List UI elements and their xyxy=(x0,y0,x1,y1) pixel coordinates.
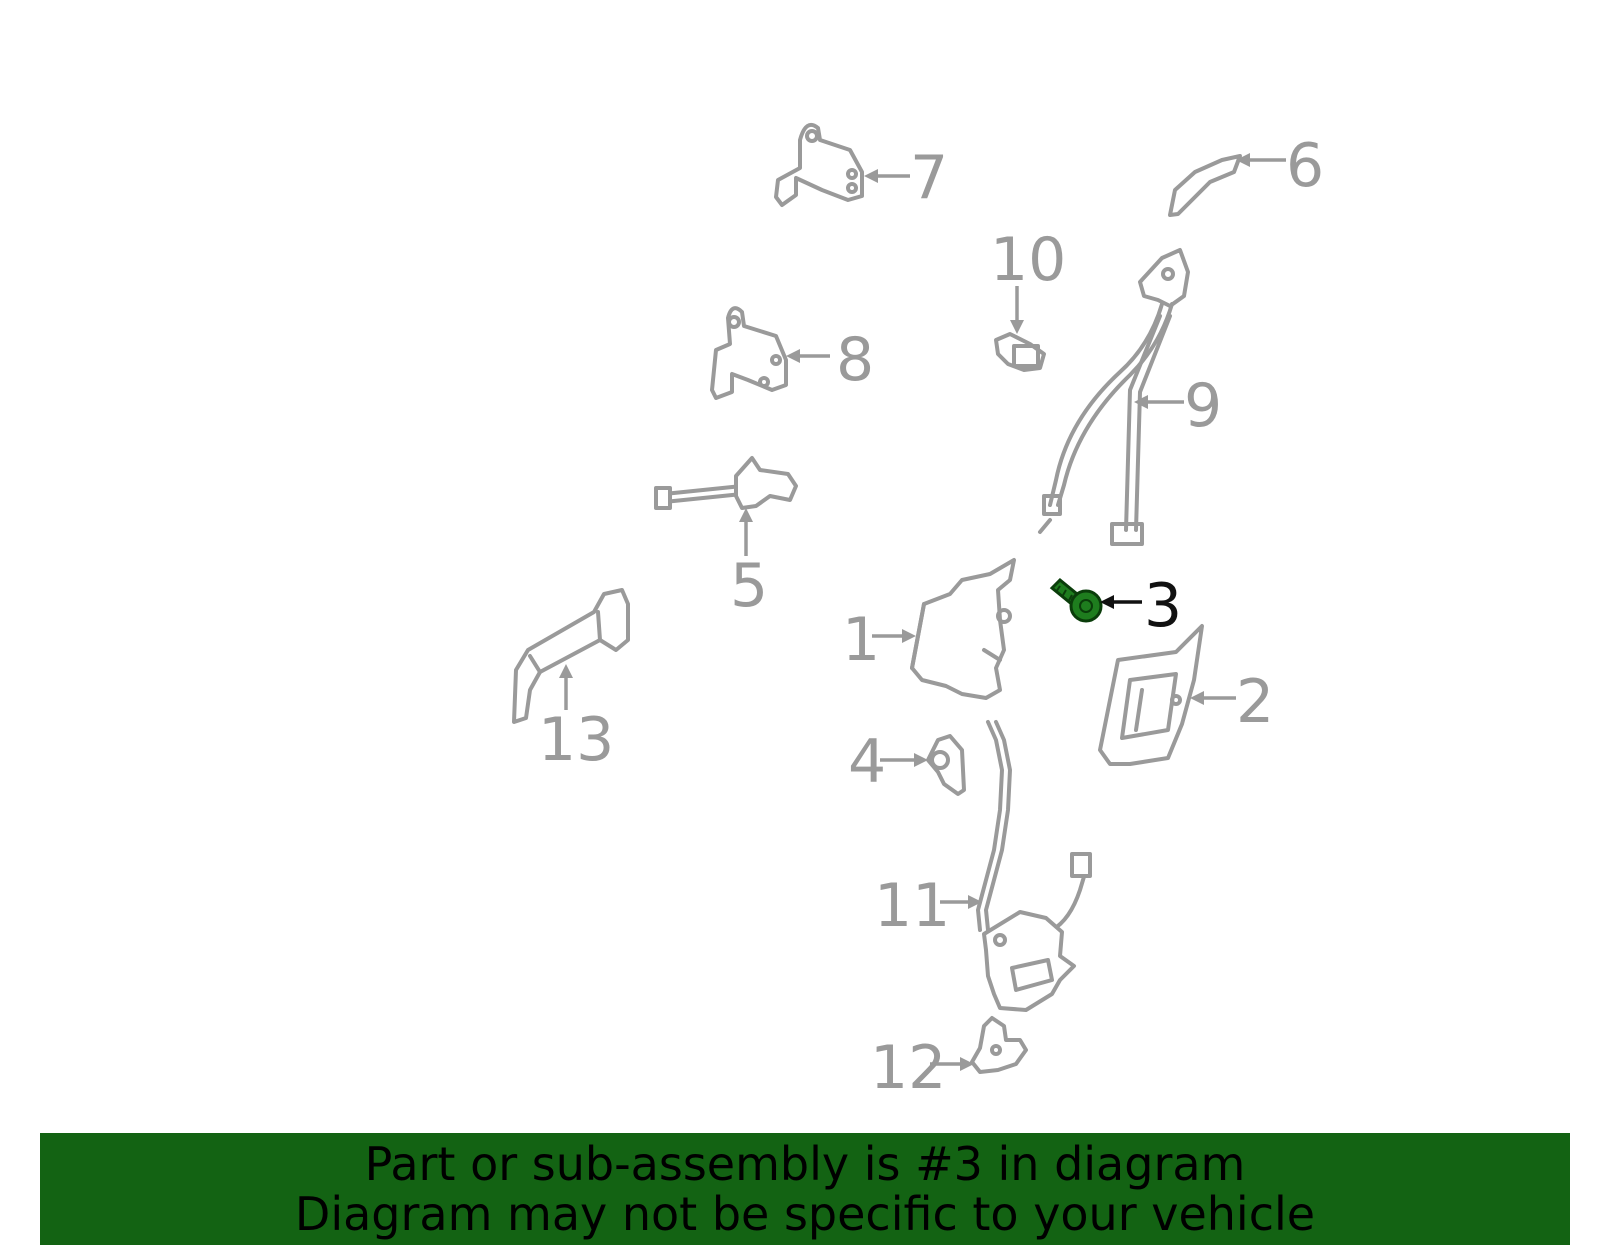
callout-1-label: 1 xyxy=(842,605,880,675)
callout-9: 9 xyxy=(1134,371,1222,441)
callout-10-label: 10 xyxy=(990,225,1066,295)
banner-line-disclaimer: Diagram may not be specific to your vehi… xyxy=(294,1187,1316,1241)
callout-12-label: 12 xyxy=(870,1033,946,1103)
callout-1: 1 xyxy=(842,605,916,675)
callout-11: 11 xyxy=(874,871,982,941)
callout-12: 12 xyxy=(870,1033,974,1103)
callout-6-label: 6 xyxy=(1286,131,1324,201)
callout-6: 6 xyxy=(1236,131,1324,201)
callout-10: 10 xyxy=(990,225,1066,334)
info-banner: Part or sub-assembly is #3 in diagram Di… xyxy=(40,1133,1570,1245)
callout-2: 2 xyxy=(1190,667,1274,737)
banner-line-part: Part or sub-assembly is #3 in diagram xyxy=(364,1137,1246,1191)
part-5-door-check xyxy=(654,456,798,510)
callout-13: 13 xyxy=(538,664,614,775)
part-8-lower-hinge xyxy=(710,306,788,400)
callout-3: 3 xyxy=(1100,571,1182,641)
part-2-latch-cover xyxy=(1098,624,1204,766)
part-1-door-latch xyxy=(910,558,1016,700)
part-6-outside-handle xyxy=(1168,154,1242,217)
part-12-striker xyxy=(970,1016,1028,1074)
callout-8-label: 8 xyxy=(836,325,874,395)
callout-5-label: 5 xyxy=(730,551,768,621)
part-9-latch-cable xyxy=(1038,248,1190,546)
callout-7-label: 7 xyxy=(910,143,948,213)
callout-3-label: 3 xyxy=(1144,571,1182,641)
part-13-handle-housing xyxy=(512,588,630,724)
callout-2-label: 2 xyxy=(1236,667,1274,737)
callout-5: 5 xyxy=(730,508,768,621)
part-4-bumper xyxy=(926,734,966,796)
callout-9-label: 9 xyxy=(1184,371,1222,441)
part-3-screw xyxy=(1049,577,1103,623)
callout-8: 8 xyxy=(786,325,874,395)
callout-13-label: 13 xyxy=(538,705,614,775)
part-11-lock-actuator xyxy=(976,720,1092,1012)
callout-4-label: 4 xyxy=(848,727,886,797)
part-7-upper-hinge xyxy=(774,123,864,207)
callout-4: 4 xyxy=(848,727,928,797)
callout-7: 7 xyxy=(864,143,948,213)
callout-11-label: 11 xyxy=(874,871,950,941)
part-10-switch xyxy=(994,332,1046,372)
